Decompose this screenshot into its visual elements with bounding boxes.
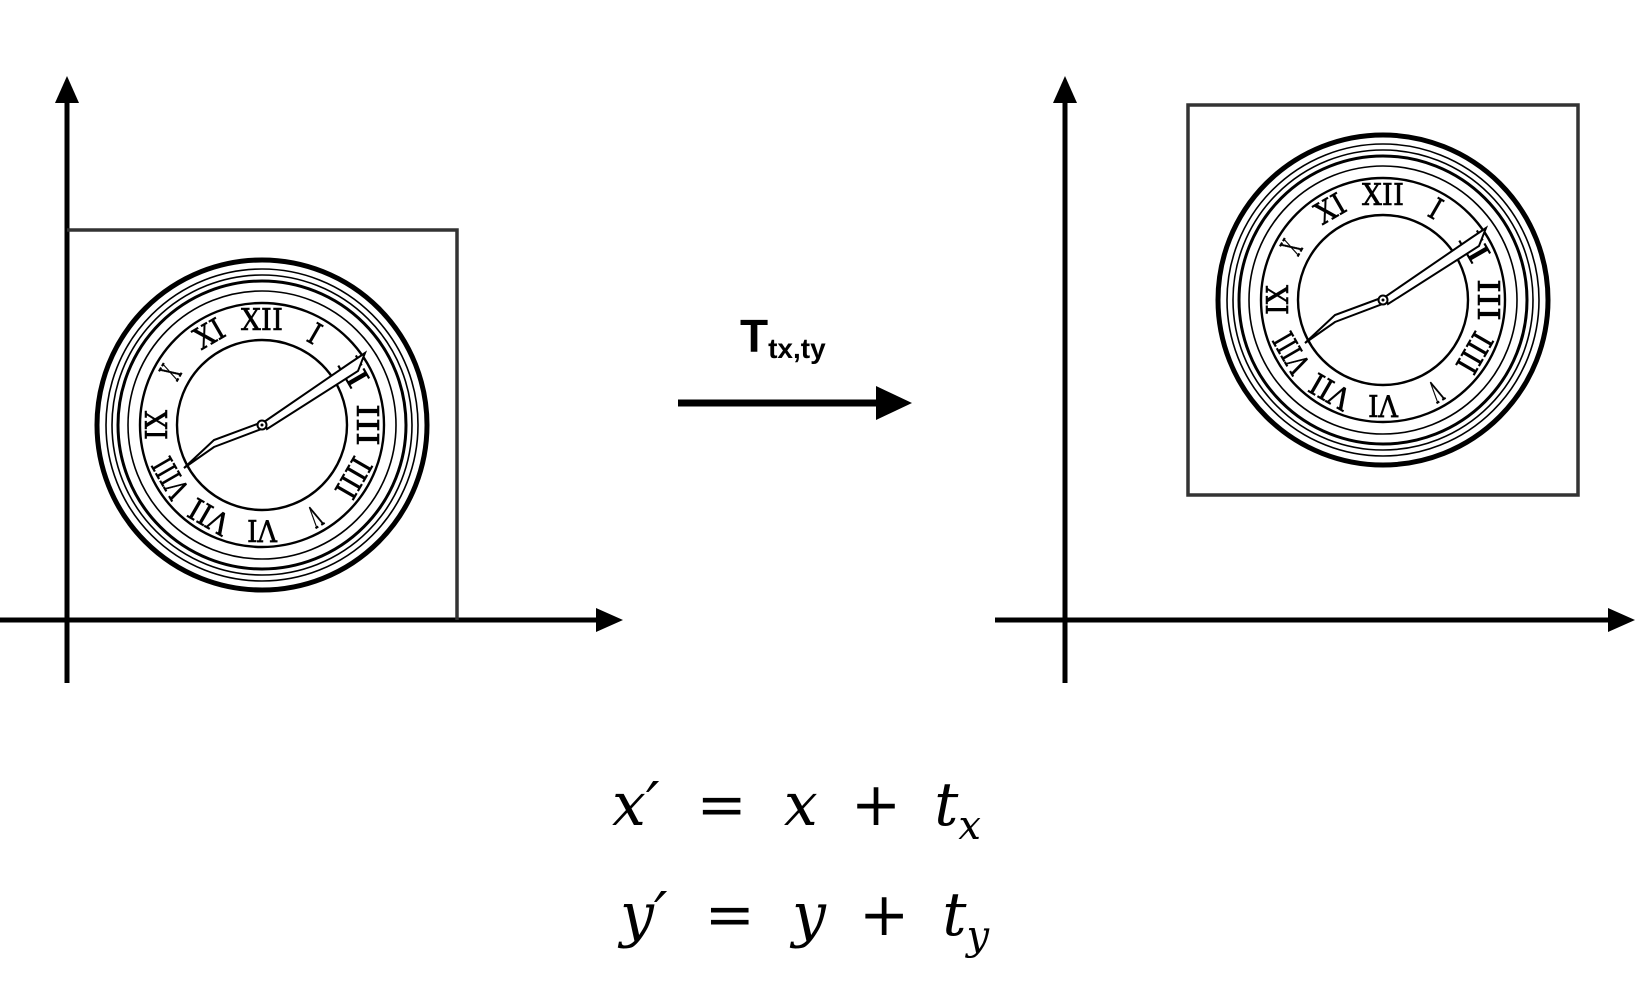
equations: x′ = x + tx y′ = y + ty (612, 770, 990, 959)
left-bounding-box (67, 228, 459, 620)
transform-label: Ttx,ty (740, 310, 826, 364)
transform-operator: Ttx,ty (678, 310, 912, 420)
left-y-axis-arrowhead (55, 76, 79, 103)
equation-line-2: y′ = y + ty (617, 880, 990, 959)
right-y-axis-arrowhead (1053, 76, 1077, 103)
left-panel (0, 76, 623, 683)
right-panel (995, 76, 1635, 683)
left-x-axis-arrowhead (596, 608, 623, 632)
equation-line-1: x′ = x + tx (612, 770, 981, 849)
right-clock-image (1218, 135, 1548, 465)
right-bounding-box (1186, 103, 1580, 497)
transform-arrowhead (876, 386, 912, 420)
right-x-axis-arrowhead (1608, 608, 1635, 632)
left-clock-image (97, 260, 427, 590)
